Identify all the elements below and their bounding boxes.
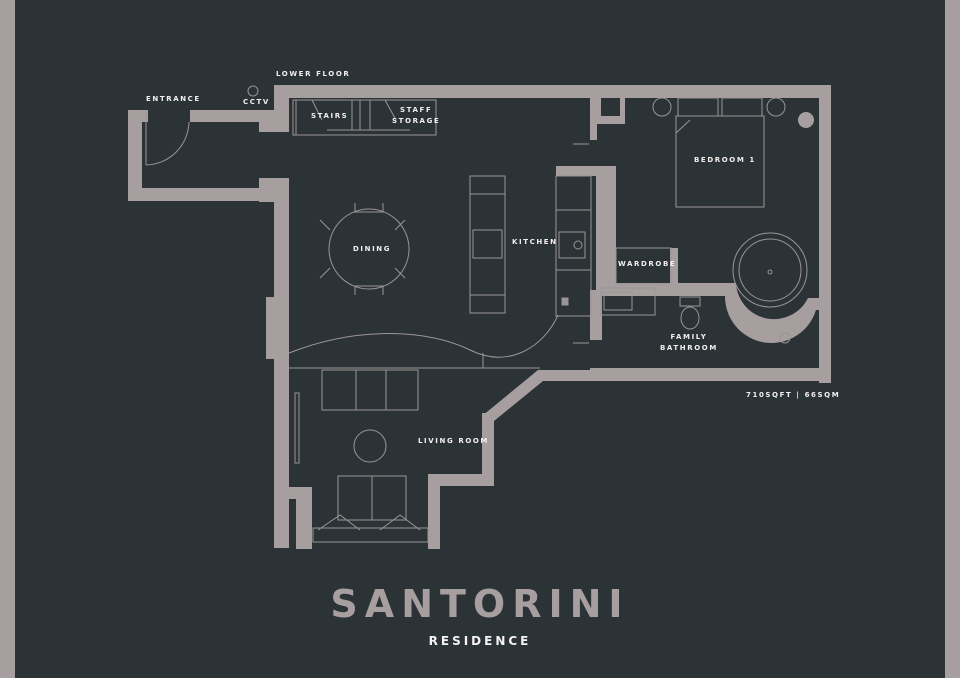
dining-label: DINING [353, 245, 392, 253]
bathroom-label: FAMILY BATHROOM [660, 332, 718, 354]
storage-label-line2: STORAGE [392, 117, 441, 125]
cctv-label: CCTV [243, 98, 270, 106]
storage-label-line1: STAFF [400, 106, 433, 114]
bathroom-label-line2: BATHROOM [660, 344, 718, 352]
left-frame-band [0, 0, 15, 678]
storage-label: STAFF STORAGE [392, 105, 440, 127]
stairs-label: STAIRS [311, 112, 349, 120]
floor-label: LOWER FLOOR [276, 70, 351, 78]
wardrobe-label: WARDROBE [618, 260, 677, 268]
entrance-label: ENTRANCE [146, 95, 201, 103]
living-room-label: LIVING ROOM [418, 437, 489, 445]
bedroom-label: BEDROOM 1 [694, 156, 756, 164]
column-marker [798, 112, 814, 128]
cctv-icon [247, 85, 259, 97]
area-label: 710SQFT | 66SQM [746, 391, 841, 399]
right-frame-band [945, 0, 960, 678]
residence-name: SANTORINI [330, 582, 630, 626]
bathroom-label-line1: FAMILY [670, 333, 708, 341]
kitchen-label: KITCHEN [512, 238, 558, 246]
residence-subtitle: RESIDENCE [428, 634, 532, 648]
furniture-lines [145, 85, 808, 543]
